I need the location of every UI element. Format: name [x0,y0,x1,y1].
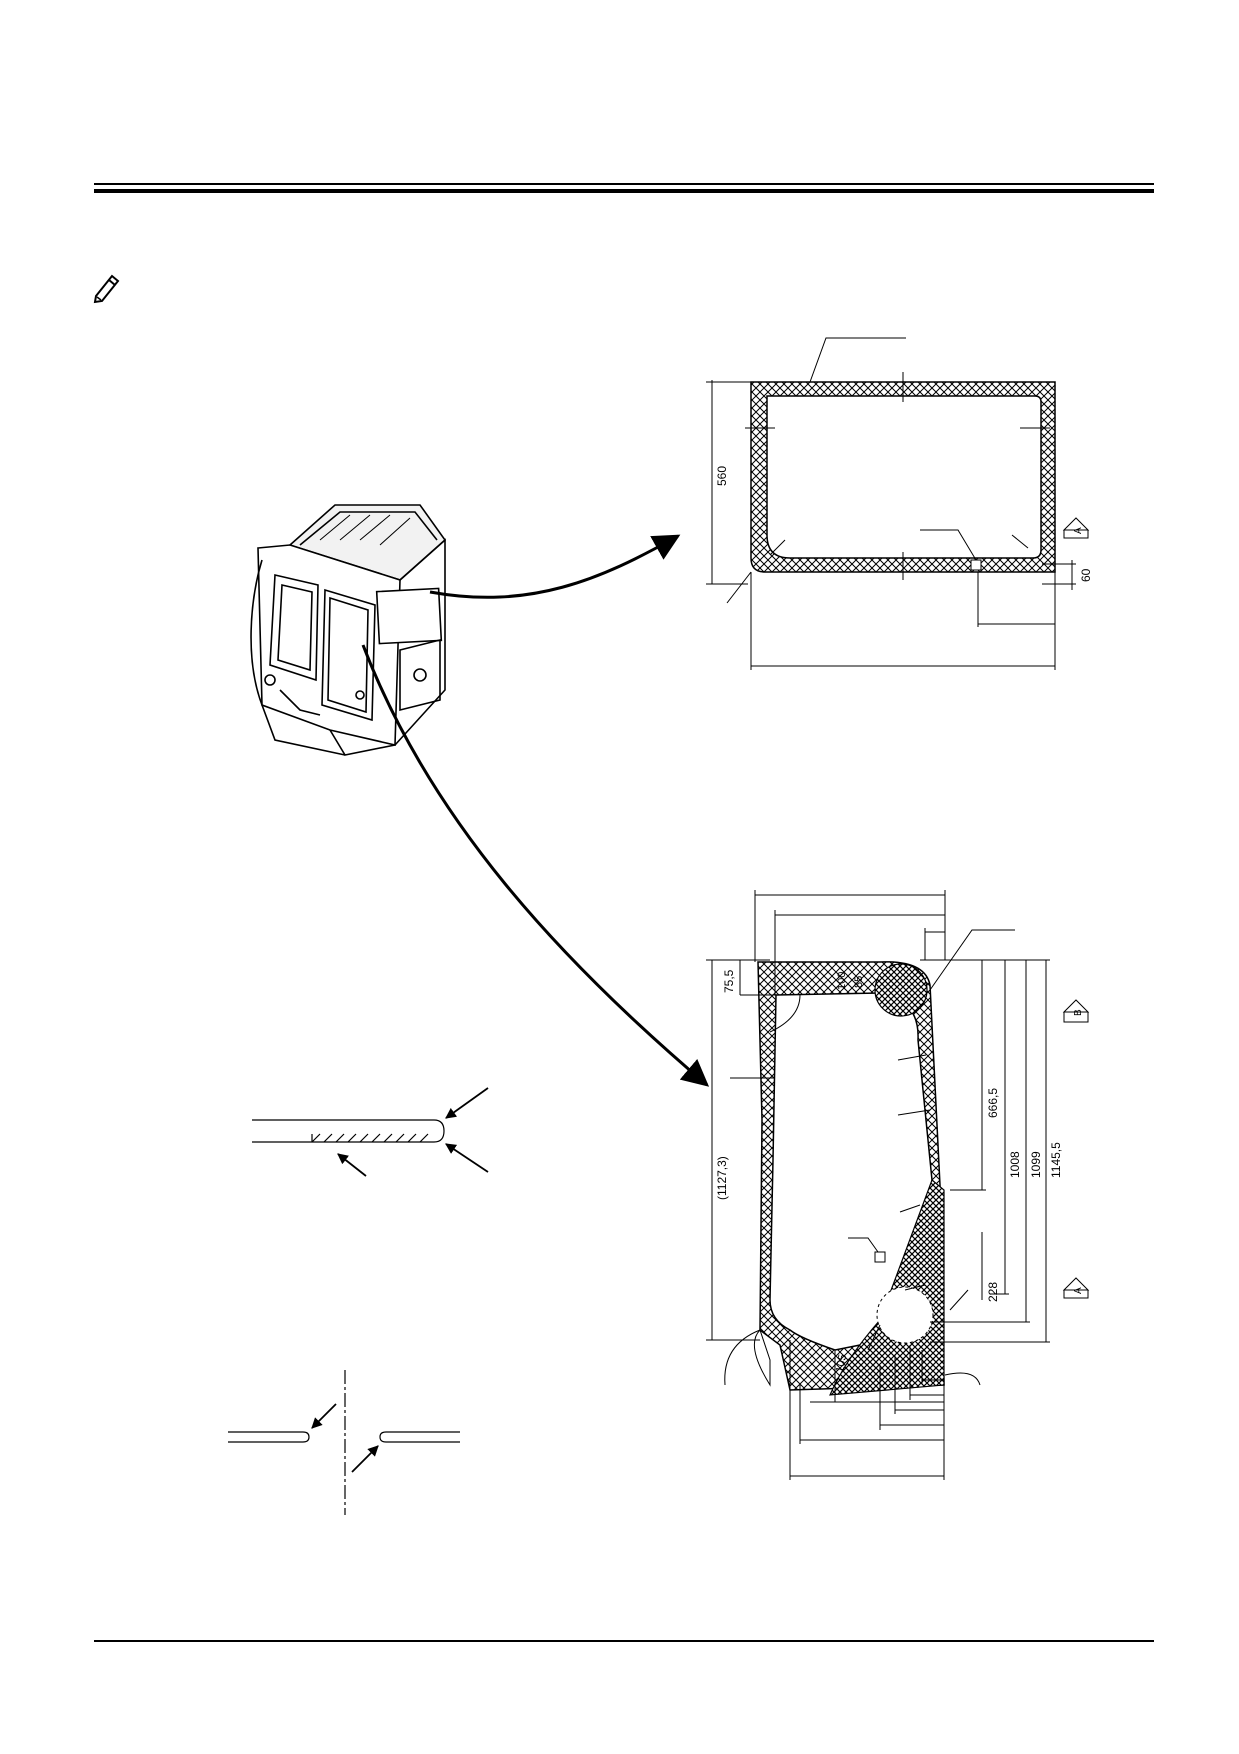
dim-75-5: 75,5 [722,969,736,993]
footer-rule [94,1640,1154,1642]
header-rule-thin [94,183,1154,185]
upper-window-drawing [706,337,1090,670]
arrow-to-upper-window [429,534,681,599]
section-mark-a-upper: A [1073,527,1084,534]
dim-100: 100 [836,972,848,990]
arrow-to-door-window [361,644,710,1087]
cab-illustration [250,504,447,756]
section-mark-b: B [1073,1009,1084,1016]
dim-85: 85 [853,976,865,988]
dim-1127-3: (1127,3) [715,1156,729,1200]
dim-105: 105 [834,1353,849,1373]
dim-1008: 1008 [1008,1151,1022,1178]
door-window-drawing [706,890,1090,1480]
section-mark-a-door: A [1073,1287,1084,1294]
dim-228: 228 [986,1282,1000,1302]
edge-detail-section [252,1087,489,1177]
dim-666-5: 666,5 [986,1088,1000,1118]
dim-60: 60 [1079,568,1093,582]
dim-1145-5: 1145,5 [1049,1142,1063,1178]
dim-560: 560 [715,466,729,486]
pencil-note-icon [93,274,120,304]
header-rule-thick [94,189,1154,193]
joint-detail-section [228,1370,460,1515]
dim-1099: 1099 [1029,1151,1043,1178]
